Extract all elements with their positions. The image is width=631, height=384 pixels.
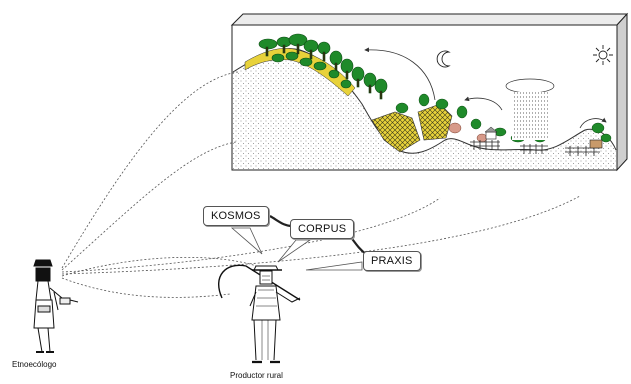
hillside-forest [244, 33, 388, 100]
valley-fields [371, 93, 612, 156]
sun-icon [593, 45, 613, 65]
block-top-face [230, 13, 629, 26]
farmer-label: Productor rural [230, 371, 283, 380]
observation-lines [61, 71, 581, 298]
rain-cloud-icon [505, 78, 555, 140]
landscape-block [230, 12, 629, 172]
ethnoecologist-figure [33, 259, 79, 353]
bubble-tails [230, 227, 363, 271]
moon-icon [436, 50, 450, 68]
praxis-bubble: PRAXIS [363, 251, 421, 271]
block-side-face [616, 12, 628, 172]
corpus-bubble: CORPUS [290, 219, 355, 239]
ethnoecologist-label: Etnoecólogo [12, 360, 57, 369]
kosmos-bubble: KOSMOS [203, 206, 269, 226]
farmer-figure [217, 264, 301, 364]
flow-arrows [364, 47, 607, 129]
